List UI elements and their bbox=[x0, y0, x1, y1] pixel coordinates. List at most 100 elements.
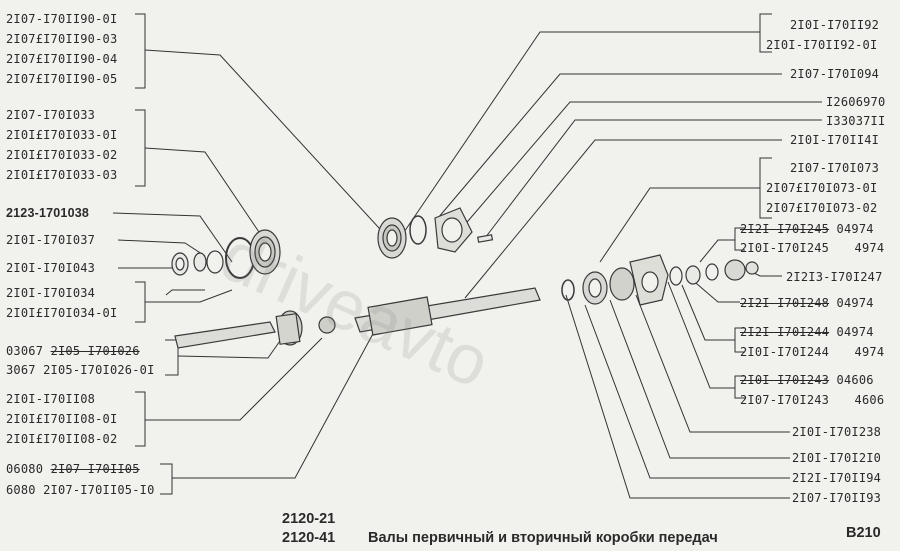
part-label: 2I07£I70I073-0I bbox=[766, 181, 878, 195]
part-label-obsolete: 2I2I-I70I248 bbox=[740, 296, 830, 310]
leader-l1 bbox=[144, 49, 391, 241]
part-label: 2I07£I70II90-05 bbox=[6, 72, 118, 86]
leader-l3 bbox=[112, 212, 233, 263]
bearing-right2-part bbox=[609, 267, 635, 301]
leader-r6 bbox=[599, 187, 760, 263]
part-label: 06080 2I07-I70II05 bbox=[6, 462, 140, 476]
part-label-obsolete: 2I0I-I70I243 bbox=[740, 373, 830, 387]
bracket-left-3 bbox=[135, 281, 146, 323]
leader-l7 bbox=[177, 337, 283, 359]
part-label: 2I2I3-I70I247 bbox=[786, 270, 883, 284]
part-label: 2I0I-I70I244 4974 bbox=[740, 345, 884, 359]
leader-r9 bbox=[689, 277, 740, 303]
part-label: 2I0I£I70I033-0I bbox=[6, 128, 118, 142]
part-label: 2I07-I70I073 bbox=[790, 161, 880, 175]
leader-r13 bbox=[609, 299, 790, 459]
spacer-right-part bbox=[685, 265, 701, 285]
part-label: 2I0I-I70II08 bbox=[6, 392, 96, 406]
part-label: 2I07-I70I243 4606 bbox=[740, 393, 884, 407]
ring-right-part bbox=[705, 263, 719, 281]
part-label-suffix: 04974 bbox=[836, 296, 874, 310]
leader-r7 bbox=[699, 239, 735, 263]
part-label: 2I07£I70II90-04 bbox=[6, 52, 118, 66]
footer-bracket bbox=[165, 289, 205, 296]
leader-r10 bbox=[681, 284, 735, 341]
bracket-left-5 bbox=[135, 391, 146, 447]
leader-r12 bbox=[635, 294, 790, 433]
leader-r2 bbox=[437, 73, 782, 219]
needle-bearing-part bbox=[318, 316, 336, 334]
part-label: 2I07-I70II90-0I bbox=[6, 12, 118, 26]
model-code: 2120-21 bbox=[282, 511, 336, 527]
ring-mid-part bbox=[409, 215, 427, 245]
part-label-code: 2I0I-I70I245 bbox=[740, 241, 830, 255]
part-label: 2I0I-I70I034 bbox=[6, 286, 96, 300]
page-number: B210 bbox=[846, 525, 881, 541]
part-label: 2I0I-I70I243 04606 bbox=[740, 373, 874, 387]
part-label: 2I0I-I70I2I0 bbox=[792, 451, 882, 465]
part-label-suffix: 4974 bbox=[854, 241, 885, 255]
leader-l9 bbox=[172, 329, 376, 479]
leader-l4 bbox=[117, 239, 206, 257]
part-label: 2I07£I70II90-03 bbox=[6, 32, 118, 46]
model-code: 2120-41 bbox=[282, 530, 336, 546]
part-label: I2606970 bbox=[826, 95, 886, 109]
part-label-prefix: 03067 bbox=[6, 344, 44, 358]
part-label: 2I0I-I70I043 bbox=[6, 261, 96, 275]
bracket-left-2 bbox=[135, 109, 146, 187]
bracket-right-1 bbox=[759, 13, 772, 53]
leader-r5 bbox=[464, 139, 782, 299]
bolt-part bbox=[477, 234, 494, 243]
part-label: 6080 2I07-I70II05-I0 bbox=[6, 483, 155, 497]
retaining-ring-part bbox=[206, 250, 224, 274]
part-label-code: 2I0I-I70I244 bbox=[740, 345, 830, 359]
input-shaft-part bbox=[174, 321, 276, 349]
part-label: 2I0I£I70I033-02 bbox=[6, 148, 118, 162]
leader-r1 bbox=[399, 31, 760, 239]
washer-right-part bbox=[561, 279, 575, 301]
part-label-obsolete: 2I2I-I70I244 bbox=[740, 325, 830, 339]
seal-right-part bbox=[669, 266, 683, 286]
part-label: 2I2I-I70II94 bbox=[792, 471, 882, 485]
leader-l8 bbox=[145, 337, 323, 421]
bracket-right-3 bbox=[734, 227, 745, 251]
leader-r4 bbox=[484, 119, 822, 239]
part-label-code: 2I07-I70I243 bbox=[740, 393, 830, 407]
part-label: 2I0I£I70II08-0I bbox=[6, 412, 118, 426]
bracket-left-4 bbox=[165, 339, 179, 376]
part-label: 2I2I-I70I244 04974 bbox=[740, 325, 874, 339]
part-label: 2I07-I70I094 bbox=[790, 67, 880, 81]
bracket-left-1 bbox=[135, 13, 146, 89]
part-label: 2I0I-I70II92 bbox=[790, 18, 880, 32]
part-label-obsolete: 2I07-I70II05 bbox=[50, 462, 140, 476]
part-label-obsolete: 2I2I-I70I245 bbox=[740, 222, 830, 236]
part-label-suffix: 04974 bbox=[836, 325, 874, 339]
part-label-suffix: 04974 bbox=[836, 222, 874, 236]
spacer-ring-part bbox=[193, 252, 207, 272]
part-label: 2I0I-I70I245 4974 bbox=[740, 241, 884, 255]
part-label-suffix: 4606 bbox=[854, 393, 885, 407]
part-label-prefix: 06080 bbox=[6, 462, 44, 476]
part-label: 2I0I£I70I033-03 bbox=[6, 168, 118, 182]
leader-r15 bbox=[565, 294, 790, 499]
leader-r3 bbox=[461, 101, 822, 229]
nut-right-part bbox=[724, 259, 746, 281]
part-label: 03067 2I05-I70I026 bbox=[6, 344, 140, 358]
part-label: 2I07-I70II93 bbox=[792, 491, 882, 505]
part-label-obsolete: 2I05-I70I026 bbox=[50, 344, 140, 358]
part-label: 2I0I-I70II92-0I bbox=[766, 38, 878, 52]
bracket-left-6 bbox=[160, 463, 173, 495]
bracket-right-5 bbox=[734, 375, 745, 399]
part-label: 2I07£I70I073-02 bbox=[766, 201, 878, 215]
part-label: 2I0I-I70II4I bbox=[790, 133, 880, 147]
part-label: 2I0I£I70I034-0I bbox=[6, 306, 118, 320]
part-label: 2I2I-I70I245 04974 bbox=[740, 222, 874, 236]
leader-r11 bbox=[667, 281, 735, 389]
leader-l6 bbox=[145, 289, 233, 303]
part-label: 2I07-I70I033 bbox=[6, 108, 96, 122]
part-label: 2I2I-I70I248 04974 bbox=[740, 296, 874, 310]
leader-r14 bbox=[584, 304, 790, 479]
part-label: 2I0I-I70I037 bbox=[6, 233, 96, 247]
diagram-caption: Валы первичный и вторичный коробки перед… bbox=[368, 530, 718, 546]
